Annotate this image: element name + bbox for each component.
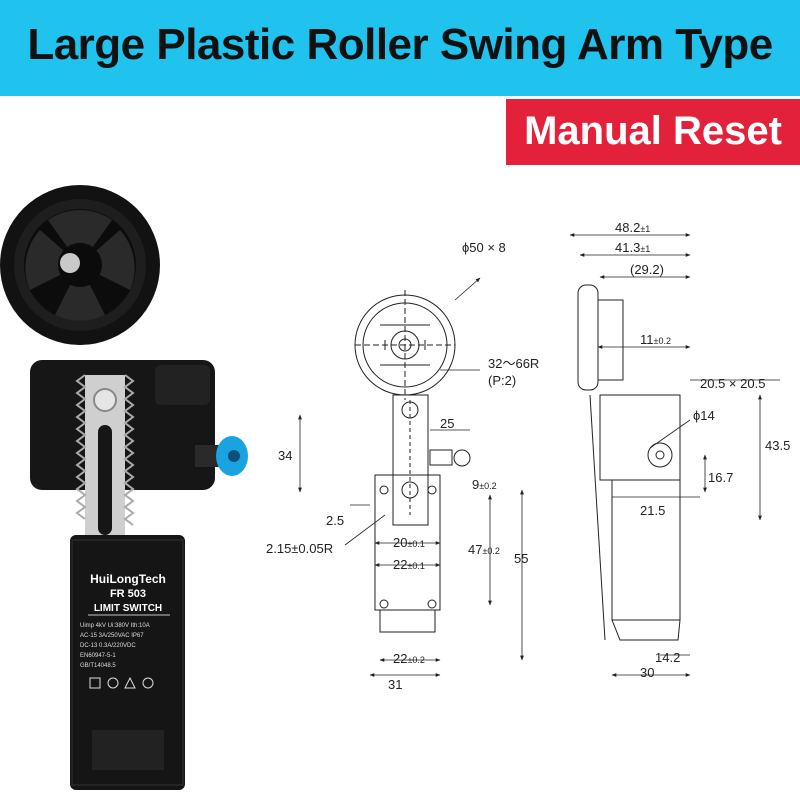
spec-line-5: GB/T14048.5 <box>80 663 116 669</box>
spec-line-3: DC-13 0.3A/220VDC <box>80 643 136 649</box>
dim-11-tolerance: ±0.2 <box>654 336 671 346</box>
dim-47-tolerance: ±0.2 <box>482 546 499 556</box>
title-banner: Large Plastic Roller Swing Arm Type <box>0 0 800 96</box>
brand-label: HuiLongTech <box>90 572 166 586</box>
model-label: FR 503 <box>110 588 146 600</box>
dim-48-2-value: 48.2 <box>615 220 640 235</box>
dim-radius: 32～66R <box>488 356 539 371</box>
manual-reset-badge: Manual Reset <box>506 99 800 165</box>
dim-34: 34 <box>278 448 292 463</box>
roller-wheel <box>0 185 160 345</box>
lever-arm <box>75 374 135 555</box>
dim-47-value: 47 <box>468 542 482 557</box>
dim-31: 31 <box>388 677 402 692</box>
manual-reset-text: Manual Reset <box>524 109 782 153</box>
front-view-body <box>374 474 441 633</box>
dim-30: 30 <box>640 665 654 680</box>
dim-20: 20±0.1 <box>393 535 425 550</box>
dim-48-2: 48.2±1 <box>615 220 650 235</box>
dim-16-7: 16.7 <box>708 470 733 485</box>
reset-plunger <box>195 436 248 476</box>
dim-22a-value: 22 <box>393 557 407 572</box>
front-view-lever <box>392 394 471 526</box>
dim-2-5: 2.5 <box>326 513 344 528</box>
spec-line-1: Uimp 4kV Ui:380V Ith:10A <box>80 623 150 629</box>
dim-21-5: 21.5 <box>640 503 665 518</box>
dim-22a: 22±0.1 <box>393 557 425 572</box>
front-view-roller <box>354 290 456 400</box>
dim-22a-tolerance: ±0.1 <box>407 561 424 571</box>
dim-20-5: 20.5 × 20.5 <box>700 376 765 391</box>
dim-phi14: ϕ14 <box>693 408 715 423</box>
dim-11-value: 11 <box>640 332 654 347</box>
dim-roller-size: ϕ50 × 8 <box>462 240 506 255</box>
dim-48-2-tolerance: ±1 <box>640 224 650 234</box>
dim-11: 11±0.2 <box>640 332 671 347</box>
dim-20-value: 20 <box>393 535 407 550</box>
dim-9-value: 9 <box>472 477 479 492</box>
dim-47: 47±0.2 <box>468 542 500 557</box>
dim-22b: 22±0.2 <box>393 651 425 666</box>
dim-41-3-tolerance: ±1 <box>640 244 650 254</box>
dim-41-3-value: 41.3 <box>615 240 640 255</box>
dim-43-5: 43.5 <box>765 438 790 453</box>
dim-25: 25 <box>440 416 454 431</box>
dim-9-tolerance: ±0.2 <box>479 481 496 491</box>
dimension-drawing: ϕ50 × 8 32～66R (P:2) 25 34 9±0.2 2.5 2.1… <box>266 220 790 692</box>
dim-22b-value: 22 <box>393 651 407 666</box>
dim-9: 9±0.2 <box>472 477 497 492</box>
dim-14-2: 14.2 <box>655 650 680 665</box>
dim-41-3: 41.3±1 <box>615 240 650 255</box>
dim-20-tolerance: ±0.1 <box>407 539 424 549</box>
banner-title: Large Plastic Roller Swing Arm Type <box>27 20 773 69</box>
side-view-outline <box>577 284 681 641</box>
dim-22b-tolerance: ±0.2 <box>407 655 424 665</box>
switch-body <box>70 535 185 790</box>
dim-55: 55 <box>514 551 528 566</box>
dim-pitch: (P:2) <box>488 373 516 388</box>
spec-line-4: EN60947-5-1 <box>80 653 116 659</box>
product-photo: HuiLongTech FR 503 LIMIT SWITCH Uimp 4kV… <box>0 185 248 790</box>
dim-29-2: (29.2) <box>630 262 664 277</box>
limit-switch-label: LIMIT SWITCH <box>94 603 162 614</box>
dim-2-15: 2.15±0.05R <box>266 541 333 556</box>
certification-icons <box>89 676 154 689</box>
spec-line-2: AC-15 3A/250VAC IP67 <box>80 633 144 639</box>
